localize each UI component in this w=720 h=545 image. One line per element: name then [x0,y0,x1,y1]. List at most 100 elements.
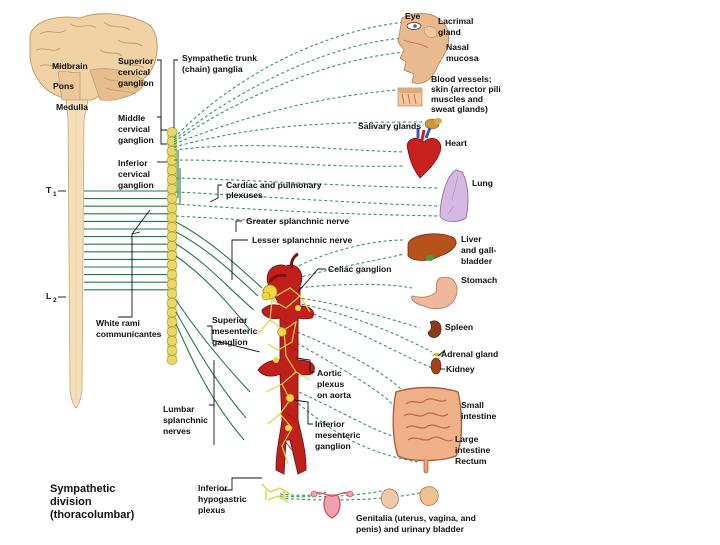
svg-text:Small: Small [461,400,484,410]
head-illustration [397,12,450,84]
svg-text:T: T [46,185,52,195]
sympathetic-trunk-label: Sympathetic trunk (chain) ganglia [182,53,257,74]
svg-text:splanchnic: splanchnic [163,415,208,425]
svg-text:muscles and: muscles and [431,94,483,104]
chain-ganglion [166,193,178,204]
chain-ganglion [166,279,178,289]
splanchnic-nerves [175,221,263,441]
chain-ganglion [166,127,178,137]
adrenal-gland-label: Adrenal gland [441,349,498,359]
svg-text:1: 1 [53,191,57,198]
svg-text:on aorta: on aorta [317,390,351,400]
svg-text:plexuses: plexuses [226,190,263,200]
chain-ganglion [166,231,178,242]
svg-text:White rami: White rami [96,318,140,328]
chain-ganglion [166,288,178,299]
svg-text:mesenteric: mesenteric [212,326,258,336]
chain-ganglion [166,260,178,270]
svg-text:(chain) ganglia: (chain) ganglia [182,64,243,74]
svg-text:Middle: Middle [118,113,145,123]
svg-text:ganglion: ganglion [315,441,351,451]
midbrain-label: Midbrain [52,61,88,71]
svg-text:Sympathetic: Sympathetic [50,483,115,495]
diagram-title: Sympathetic division (thoracolumbar) [50,483,135,521]
svg-text:communicantes: communicantes [96,329,162,339]
chain-ganglion [166,355,178,365]
svg-text:ganglion: ganglion [118,78,154,88]
svg-text:bladder: bladder [461,256,493,266]
stomach-label: Stomach [461,275,497,285]
inferior-mesenteric-label: Inferior mesenteric ganglion [315,419,361,451]
svg-text:Aortic: Aortic [317,368,342,378]
lung-icon [439,169,469,222]
plexus-network [257,284,311,503]
svg-text:hypogastric: hypogastric [198,494,247,504]
chain-ganglion [166,184,178,194]
svg-text:Nasal: Nasal [446,42,469,52]
svg-text:cervical: cervical [118,67,150,77]
inferior-cervical-label: Inferior cervical ganglion [118,158,154,190]
penis-icon [380,488,399,509]
svg-text:plexus: plexus [198,505,225,515]
chain-ganglion [166,174,178,185]
svg-text:gland: gland [438,27,461,37]
white-rami-label: White rami communicantes [96,318,162,339]
intestines-icon [392,386,463,474]
spleen-label: Spleen [445,322,473,332]
stomach-icon [411,276,458,310]
svg-text:division: division [50,496,92,508]
svg-text:ganglion: ganglion [118,180,154,190]
svg-text:Lumbar: Lumbar [163,404,195,414]
middle-cervical-label: Middle cervical ganglion [118,113,154,145]
kidney-label: Kidney [446,364,475,374]
celiac-ganglion-label: Celiac ganglion [328,264,392,274]
chain-ganglion [166,212,178,223]
uterus-icon [310,490,354,519]
chain-ganglion [166,326,178,337]
svg-text:Superior: Superior [118,56,154,66]
large-intestine-label: Large intestine [455,434,491,455]
chain-ganglion [166,222,178,232]
heart-label: Heart [445,138,467,148]
rectum-label: Rectum [455,456,487,466]
lumbar-splanchnic-label: Lumbar splanchnic nerves [163,404,208,436]
svg-text:Lacrimal: Lacrimal [438,16,473,26]
liver-label: Liver and gall- bladder [461,234,496,266]
svg-text:penis) and urinary bladder: penis) and urinary bladder [356,524,465,534]
svg-text:Liver: Liver [461,234,482,244]
brain-illustration [29,13,158,101]
chain-ganglion [166,241,178,251]
aortic-plexus-label: Aortic plexus on aorta [317,368,351,400]
chain-ganglion [166,307,178,318]
svg-text:sweat glands): sweat glands) [431,104,488,114]
chain-ganglion [166,165,178,175]
kidney-icon [430,353,442,375]
spleen-icon [427,320,442,338]
chain-ganglion [166,269,178,280]
chain-ganglion [166,203,178,213]
svg-text:Inferior: Inferior [118,158,148,168]
svg-text:Superior: Superior [212,315,248,325]
l2-marker: L 2 [46,291,66,304]
salivary-glands-label: Salivary glands [358,121,421,131]
t1-marker: T 1 [46,185,66,198]
svg-text:cervical: cervical [118,124,150,134]
svg-text:and gall-: and gall- [461,245,496,255]
svg-text:nerves: nerves [163,426,191,436]
sympathetic-trunk [166,127,178,365]
svg-text:ganglion: ganglion [212,337,248,347]
svg-text:mucosa: mucosa [446,53,479,63]
liver-icon [407,233,457,261]
svg-text:Sympathetic trunk: Sympathetic trunk [182,53,257,63]
chain-ganglion [166,146,178,156]
chain-ganglion [166,317,178,327]
svg-text:intestine: intestine [461,411,497,421]
svg-text:plexus: plexus [317,379,344,389]
chain-ganglion [166,336,178,346]
skin-block-icon [397,87,423,107]
blood-vessels-label: Blood vessels; skin (arrector pili muscl… [431,74,501,114]
svg-text:Large: Large [455,434,479,444]
lung-label: Lung [472,178,493,188]
